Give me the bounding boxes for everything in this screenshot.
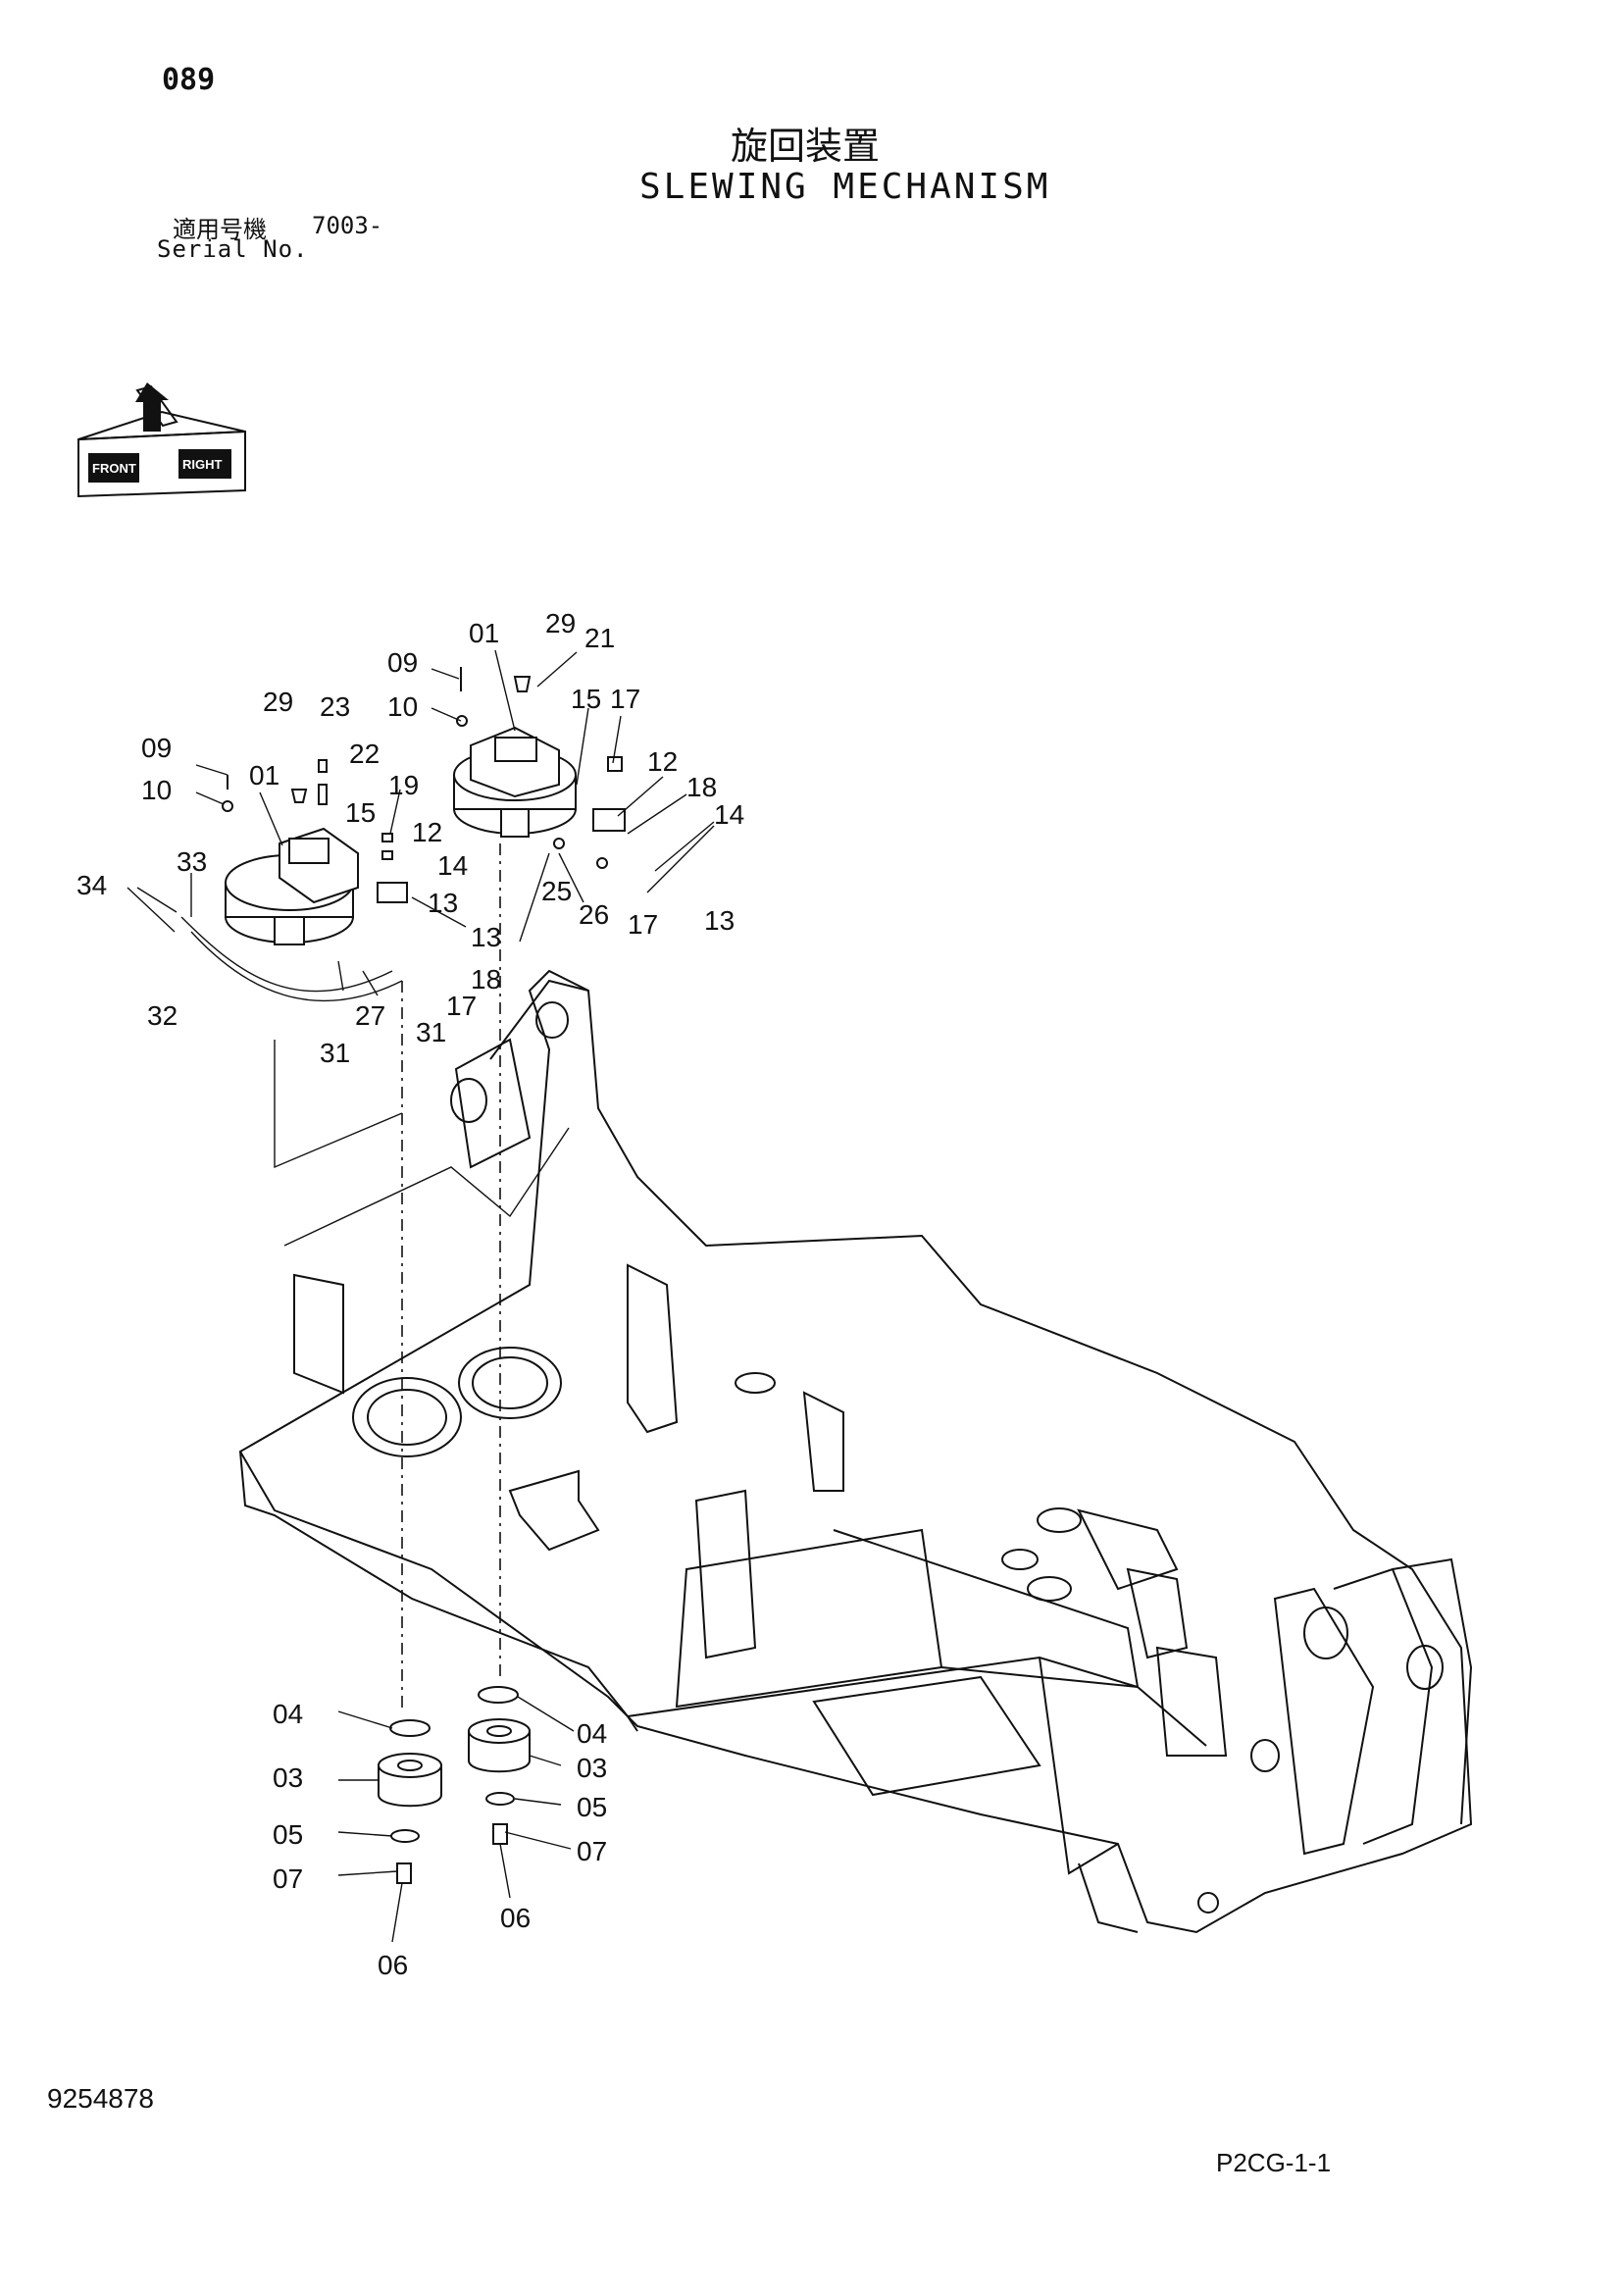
- callout-18-left: 18: [471, 964, 501, 995]
- leader-lines: [127, 649, 715, 1943]
- callout-03-left: 03: [273, 1762, 303, 1793]
- bottom-parts: [378, 1686, 531, 1884]
- callout-07-left: 07: [273, 1863, 303, 1894]
- callout-29-right: 29: [545, 608, 576, 638]
- callout-31-left: 31: [320, 1038, 350, 1068]
- revolving-frame: [238, 969, 1473, 1934]
- center-lines: [274, 843, 550, 1711]
- swing-motor-right: [453, 726, 577, 838]
- callout-05-left: 05: [273, 1819, 303, 1850]
- callout-14-left: 14: [437, 850, 468, 881]
- callout-10-right: 10: [387, 691, 418, 722]
- callout-26: 26: [579, 899, 609, 930]
- callout-34: 34: [76, 870, 107, 900]
- page-title-en: SLEWING MECHANISM: [639, 167, 1051, 207]
- callout-15-right: 15: [571, 684, 601, 714]
- callout-09-right: 09: [387, 647, 418, 678]
- callout-19: 19: [388, 770, 419, 800]
- callout-29-left: 29: [263, 687, 293, 717]
- callout-labels: 01 29 21 09 10 15 17 12 18 14 13 25 26 1…: [76, 608, 744, 1980]
- callout-27: 27: [355, 1000, 385, 1031]
- callout-33: 33: [177, 846, 207, 877]
- callout-12-left: 12: [412, 817, 442, 847]
- callout-01-left: 01: [249, 760, 279, 791]
- serial-value: 7003-: [312, 212, 383, 239]
- callout-14-right: 14: [714, 799, 744, 830]
- callout-15-left: 15: [345, 797, 376, 828]
- icon-label-right: RIGHT: [182, 457, 223, 472]
- callout-03-right: 03: [577, 1753, 607, 1783]
- callout-05-right: 05: [577, 1792, 607, 1822]
- front-direction-arrow-icon: FRONT RIGHT: [77, 383, 246, 498]
- callout-06-right: 06: [500, 1903, 531, 1933]
- callout-10-left: 10: [141, 775, 172, 805]
- swing-motor-left: [180, 827, 403, 1002]
- callout-18-right: 18: [686, 772, 717, 802]
- callout-32: 32: [147, 1000, 178, 1031]
- page-title-jp: 旋回装置: [731, 125, 881, 168]
- callout-06-left: 06: [378, 1950, 408, 1980]
- icon-label-front: FRONT: [92, 461, 136, 476]
- page-number: 089: [162, 63, 216, 97]
- callout-17-right-top: 17: [610, 684, 640, 714]
- callout-31-right: 31: [416, 1017, 446, 1047]
- callout-07-right: 07: [577, 1836, 607, 1866]
- document-number: 9254878: [47, 2083, 155, 2114]
- small-parts: [222, 667, 626, 903]
- callout-04-right: 04: [577, 1718, 607, 1749]
- serial-label-en: Serial No.: [157, 235, 309, 263]
- callout-21: 21: [584, 623, 615, 653]
- callout-13-left: 13: [428, 888, 458, 918]
- callout-17-left: 17: [446, 991, 477, 1021]
- callout-23: 23: [320, 691, 350, 722]
- callout-17-right-bottom: 17: [628, 909, 658, 940]
- callout-13-center: 13: [471, 922, 501, 952]
- callout-22: 22: [349, 739, 380, 769]
- callout-01-right: 01: [469, 618, 499, 648]
- callout-13-right: 13: [704, 905, 735, 936]
- serial-label-jp: 適用号機: [173, 216, 267, 243]
- callout-04-left: 04: [273, 1699, 303, 1729]
- callout-09-left: 09: [141, 733, 172, 763]
- callout-25: 25: [541, 876, 572, 906]
- callout-12-right: 12: [647, 746, 678, 777]
- sheet-reference: P2CG-1-1: [1216, 2148, 1332, 2177]
